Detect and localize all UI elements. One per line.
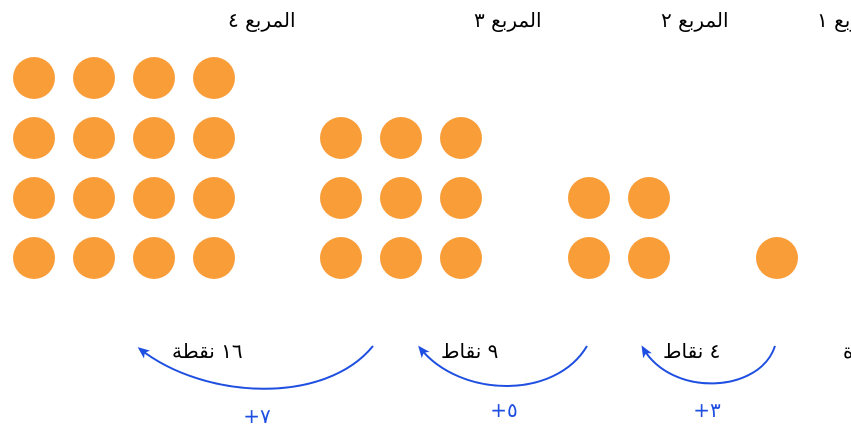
- square-2-count-label: ٤ نقاط: [663, 339, 720, 363]
- square-2-title: المربع ٢: [661, 8, 729, 32]
- dot: [73, 237, 115, 279]
- square-1-count-label: نقطة واحدة: [843, 339, 851, 363]
- dot: [133, 57, 175, 99]
- dot: [193, 117, 235, 159]
- square-1-title: المربع ١: [817, 8, 851, 32]
- square-4-dots: [13, 57, 235, 279]
- dot: [13, 177, 55, 219]
- dot: [133, 177, 175, 219]
- dot: [320, 237, 362, 279]
- dot: [73, 117, 115, 159]
- dot: [440, 117, 482, 159]
- dot: [13, 57, 55, 99]
- dot: [133, 117, 175, 159]
- dot: [380, 117, 422, 159]
- dot: [73, 57, 115, 99]
- square-1-dots: [756, 237, 798, 279]
- arrow-plus-5: [418, 345, 588, 387]
- dot: [628, 177, 670, 219]
- dot: [193, 237, 235, 279]
- increment-label-7: ٧+: [243, 404, 271, 428]
- dot: [133, 237, 175, 279]
- dot: [756, 237, 798, 279]
- square-4-title: المربع ٤: [228, 8, 296, 32]
- square-3-title: المربع ٣: [474, 8, 542, 32]
- dot: [13, 237, 55, 279]
- dot: [568, 237, 610, 279]
- square-3-dots: [320, 117, 482, 279]
- arrow-plus-7: [137, 345, 374, 390]
- dot: [193, 177, 235, 219]
- increment-label-3: ٣+: [693, 398, 721, 422]
- dot: [320, 177, 362, 219]
- dot: [380, 237, 422, 279]
- dot: [73, 177, 115, 219]
- dot: [628, 237, 670, 279]
- square-3-count-label: ٩ نقاط: [441, 339, 498, 363]
- increment-label-5: ٥+: [490, 398, 518, 422]
- square-2-dots: [568, 177, 670, 279]
- dot: [193, 57, 235, 99]
- dot: [568, 177, 610, 219]
- arrow-plus-3: [641, 345, 776, 385]
- dot: [320, 117, 362, 159]
- square-4-count-label: ١٦ نقطة: [172, 339, 243, 363]
- dot: [440, 177, 482, 219]
- dot: [13, 117, 55, 159]
- dot: [440, 237, 482, 279]
- dot: [380, 177, 422, 219]
